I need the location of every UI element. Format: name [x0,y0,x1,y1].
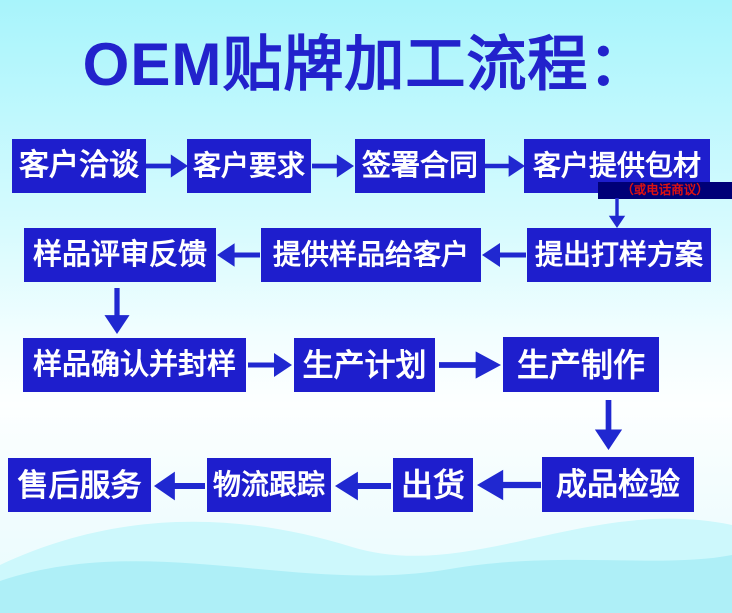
phone-discussion-note: （或电话商议） [598,182,732,199]
page-title: OEM贴牌加工流程： [82,31,650,98]
arrow-down-icon [100,288,134,334]
step-finished-product-inspection: 成品检验 [542,457,694,512]
arrow-right-icon [248,350,292,380]
step-production-manufacture: 生产制作 [503,337,659,392]
step-sample-confirm-and-seal: 样品确认并封样 [23,338,246,392]
arrow-left-icon [335,468,391,504]
arrow-left-icon [477,466,541,504]
step-propose-sampling-plan: 提出打样方案 [527,228,711,282]
arrow-right-icon [312,151,354,181]
background-waves [0,518,732,613]
arrow-right-icon [146,151,188,181]
step-shipment: 出货 [393,458,473,512]
step-sign-contract: 签署合同 [355,139,485,193]
step-sample-review-feedback: 样品评审反馈 [24,228,216,282]
step-after-sales-service: 售后服务 [8,458,151,512]
arrow-right-icon [485,151,525,181]
step-production-plan: 生产计划 [294,338,435,392]
arrow-right-icon [439,348,501,382]
arrow-left-icon [482,240,526,270]
arrow-down-icon [604,198,630,228]
arrow-left-icon [154,468,205,504]
arrow-down-icon [590,400,627,450]
step-customer-negotiation: 客户洽谈 [12,139,146,193]
step-provide-sample-to-customer: 提供样品给客户 [261,228,481,282]
step-customer-requirements: 客户要求 [187,139,311,193]
arrow-left-icon [217,240,260,270]
step-logistics-tracking: 物流跟踪 [207,458,331,512]
